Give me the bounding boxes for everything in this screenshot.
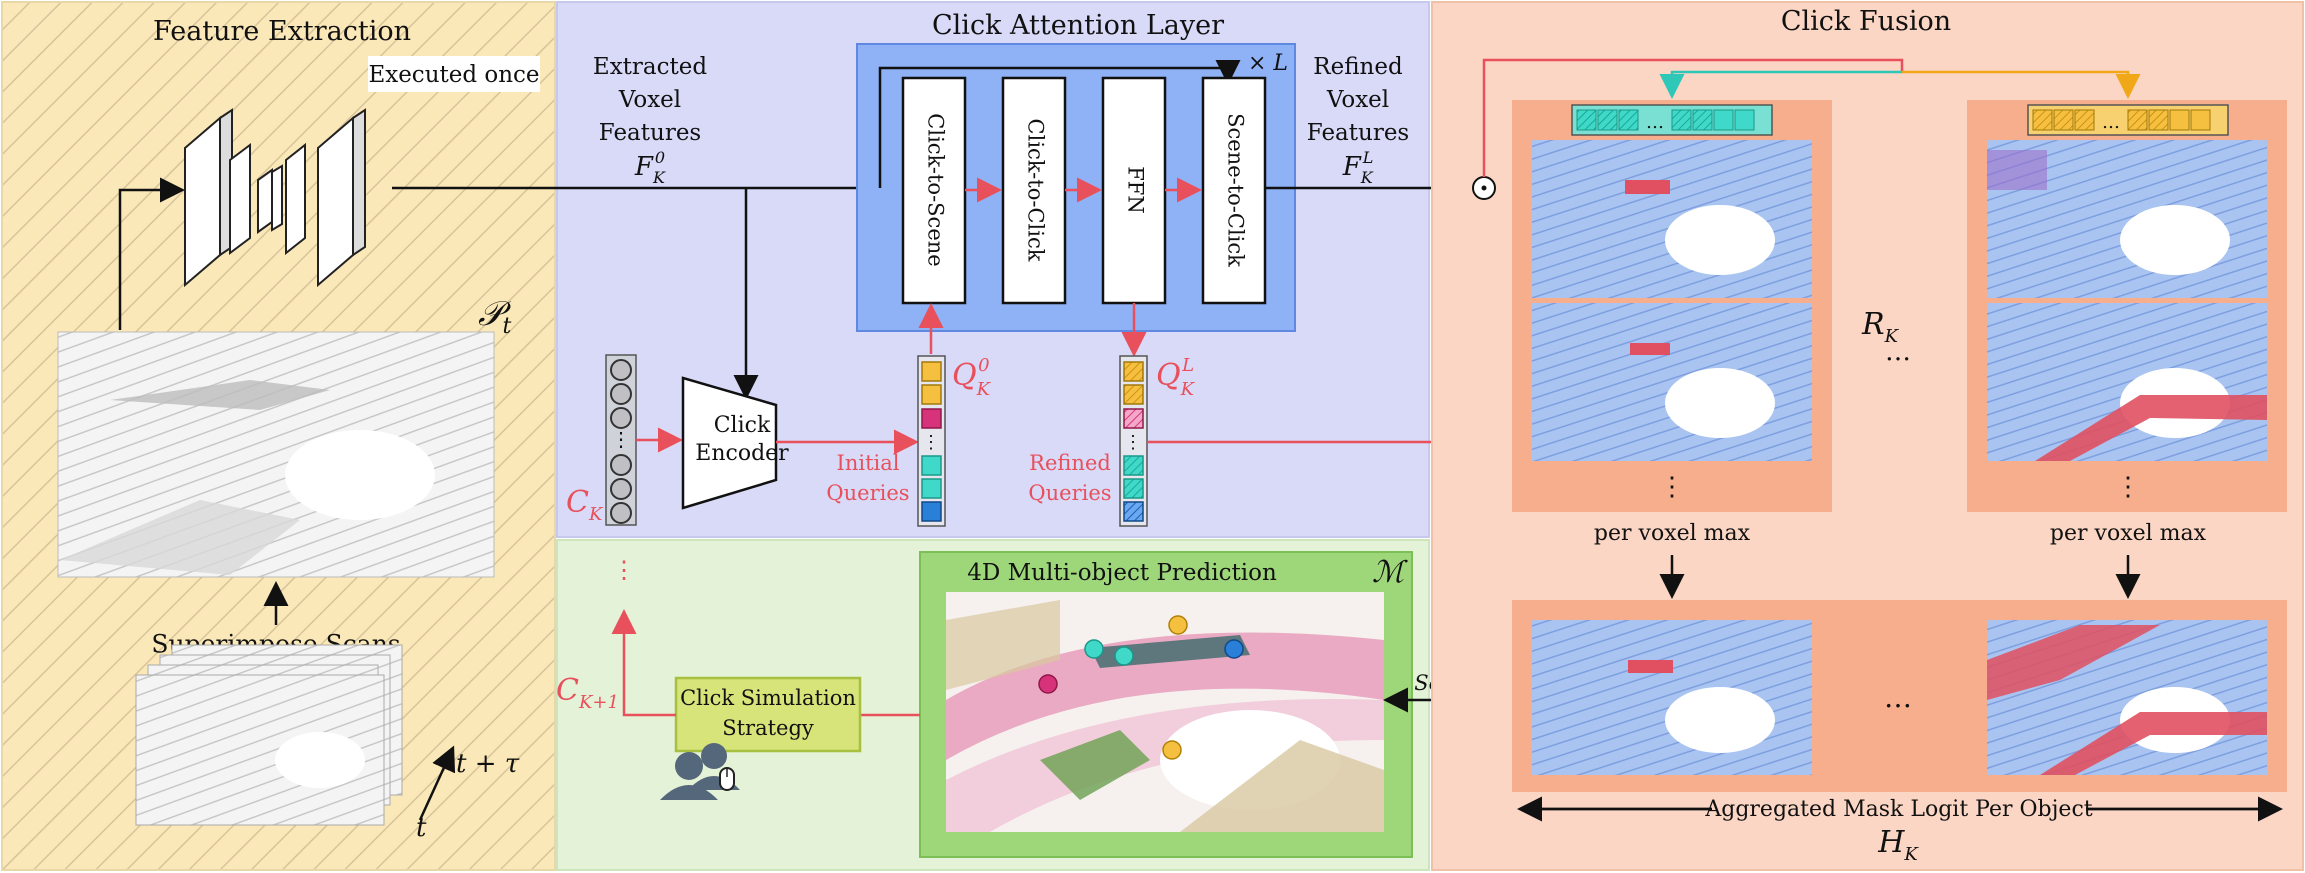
attention-sub-blocks: Click-to-Scene Click-to-Click FFN Scene-… <box>901 76 1267 305</box>
scene-to-click-label: Scene-to-Click <box>1224 113 1248 267</box>
strategy-label-line2: Strategy <box>722 716 814 740</box>
time-arrow <box>418 745 456 821</box>
click-point-gold-1 <box>1168 615 1188 635</box>
model-label: ℳ <box>1372 555 1408 590</box>
panel-click-fusion: Click Fusion … <box>1431 1 2304 871</box>
executed-once-label-bg <box>368 56 540 92</box>
click-to-click-block <box>1001 76 1067 305</box>
panel-prediction: 4D Multi-object Prediction ℳ Softmax Cli… <box>556 539 1530 871</box>
panel-click-attention: Click Attention Layer Extracted Voxel Fe… <box>392 1 1497 538</box>
fusion-branch-gold <box>1902 70 2141 99</box>
refined-queries-label-line1: Refined <box>1029 451 1111 475</box>
superimposed-pointcloud-image <box>57 331 495 578</box>
feature-extraction-title: Feature Extraction <box>153 16 411 47</box>
initial-queries-vector: ⋮ <box>917 355 946 527</box>
per-voxel-max-left: per voxel max <box>1594 521 1751 546</box>
svg-text:Voxel: Voxel <box>618 87 681 113</box>
gold-query-strip: … <box>2027 104 2229 136</box>
rk-label: RK <box>1861 307 1900 347</box>
svg-text:⋮: ⋮ <box>611 427 631 451</box>
initial-queries-label-line1: Initial <box>837 451 900 475</box>
svg-text:Refined: Refined <box>1313 54 1403 80</box>
click-to-click-label: Click-to-Click <box>1024 119 1048 262</box>
time-end-label: t + τ <box>456 749 520 779</box>
svg-text:Features: Features <box>599 120 702 146</box>
click-encoder-block <box>681 376 778 510</box>
ck1-label: CK+1 <box>556 673 619 713</box>
q0-label: QK0 <box>952 355 992 400</box>
multi-object-prediction-image <box>946 592 1384 832</box>
mouse-icon <box>719 767 735 791</box>
svg-text:…: … <box>1646 112 1664 133</box>
scene-to-click-block <box>1201 76 1267 305</box>
ck-label: CK <box>566 485 604 525</box>
click-point-blue <box>1224 639 1244 659</box>
click-point-pink <box>1038 674 1058 694</box>
click-to-scene-label: Click-to-Scene <box>924 113 948 266</box>
click-encoder-label-line2: Encoder <box>695 441 789 466</box>
executed-once-label: Executed once <box>368 62 539 88</box>
left-column-vdots: ⋮ <box>1659 472 1685 502</box>
aggregated-hdots: … <box>1884 681 1912 714</box>
repeat-loop-arrow <box>878 60 1241 188</box>
svg-text:FKL: FKL <box>1342 148 1374 187</box>
rk-hdots: … <box>1885 337 1911 367</box>
right-logit-scene-2 <box>1987 303 2267 461</box>
click-point-gold-2 <box>1162 740 1182 760</box>
backbone-network-icon <box>184 108 366 288</box>
click-attention-title: Click Attention Layer <box>932 10 1224 41</box>
click-encoder-label-line1: Click <box>714 413 771 438</box>
refined-features-label: Refined Voxel Features FKL <box>1307 54 1410 187</box>
aggregated-label-bg <box>1712 795 2086 823</box>
elementwise-product-dot <box>1481 185 1487 191</box>
right-logit-scene-1 <box>1987 140 2267 298</box>
refined-queries-vector: ⋮ <box>1119 355 1148 527</box>
initial-queries-label-line2: Queries <box>826 481 909 505</box>
per-voxel-max-right: per voxel max <box>2050 521 2207 546</box>
click-point-teal-2 <box>1114 646 1134 666</box>
strategy-to-next-click-arrow <box>611 609 676 717</box>
svg-text:FK0: FK0 <box>634 148 666 187</box>
refined-queries-label-line2: Queries <box>1028 481 1111 505</box>
scan-stack-image <box>135 644 403 826</box>
click-vector-ck: ⋮ <box>605 354 637 526</box>
svg-text:…: … <box>2102 112 2120 133</box>
hk-label: HK <box>1877 825 1919 865</box>
aggregated-scene-left <box>1532 620 1812 775</box>
fusion-branch-red <box>1482 58 1904 177</box>
aggregated-mask-label: Aggregated Mask Logit Per Object <box>1704 797 2092 822</box>
aggregated-scene-right <box>1987 620 2267 775</box>
click-point-teal-1 <box>1084 639 1104 659</box>
ffn-label: FFN <box>1124 166 1148 214</box>
time-start-label: t <box>416 813 427 843</box>
click-fusion-title: Click Fusion <box>1781 6 1951 37</box>
right-column-vdots: ⋮ <box>2115 472 2141 502</box>
teal-query-strip: … <box>1571 104 1773 136</box>
svg-text:⋮: ⋮ <box>1124 432 1142 453</box>
svg-text:Features: Features <box>1307 120 1410 146</box>
svg-text:Voxel: Voxel <box>1326 87 1389 113</box>
svg-text:Extracted: Extracted <box>593 54 707 80</box>
panel-feature-extraction: Feature Extraction Executed once 𝒫t S <box>1 1 556 871</box>
repeat-count-label: × L <box>1248 51 1288 76</box>
next-click-dots: ⋮ <box>612 556 636 584</box>
extracted-features-label: Extracted Voxel Features FK0 <box>593 54 707 187</box>
fusion-branch-teal <box>1659 70 1902 99</box>
ql-label: QKL <box>1156 355 1196 400</box>
left-logit-scene-1 <box>1532 140 1812 298</box>
strategy-label-line1: Click Simulation <box>680 686 856 710</box>
svg-text:⋮: ⋮ <box>922 432 940 453</box>
pointcloud-to-backbone-arrow <box>118 177 185 330</box>
left-logit-scene-2 <box>1532 303 1812 461</box>
prediction-title: 4D Multi-object Prediction <box>967 560 1277 586</box>
